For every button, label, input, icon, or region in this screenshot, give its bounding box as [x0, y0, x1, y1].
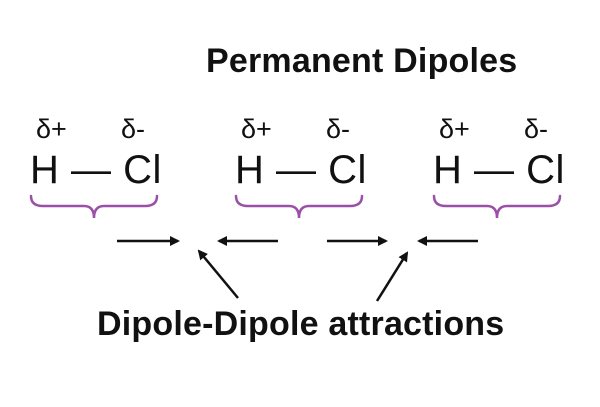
- partial-negative-charge: δ-: [524, 114, 549, 144]
- molecule-brace: [234, 194, 364, 219]
- partial-positive-charge: δ+: [241, 114, 272, 144]
- diagram-title: Permanent Dipoles: [206, 42, 518, 80]
- molecule-hcl-2: δ+ δ- H — Cl: [232, 114, 402, 224]
- molecule-brace: [432, 194, 562, 219]
- molecule-formula: H — Cl: [235, 148, 367, 192]
- partial-negative-charge: δ-: [121, 114, 146, 144]
- attraction-caption: Dipole-Dipole attractions: [97, 305, 505, 343]
- molecule-hcl-3: δ+ δ- H — Cl: [430, 114, 600, 224]
- pointer-arrow-left: [197, 249, 239, 299]
- molecule-formula: H — Cl: [30, 148, 162, 192]
- molecule-hcl-1: δ+ δ- H — Cl: [27, 114, 197, 224]
- molecule-brace: [29, 194, 159, 219]
- partial-negative-charge: δ-: [326, 114, 351, 144]
- pointer-arrow-right: [375, 251, 409, 302]
- partial-positive-charge: δ+: [36, 114, 67, 144]
- molecule-formula: H — Cl: [433, 148, 565, 192]
- partial-positive-charge: δ+: [439, 114, 470, 144]
